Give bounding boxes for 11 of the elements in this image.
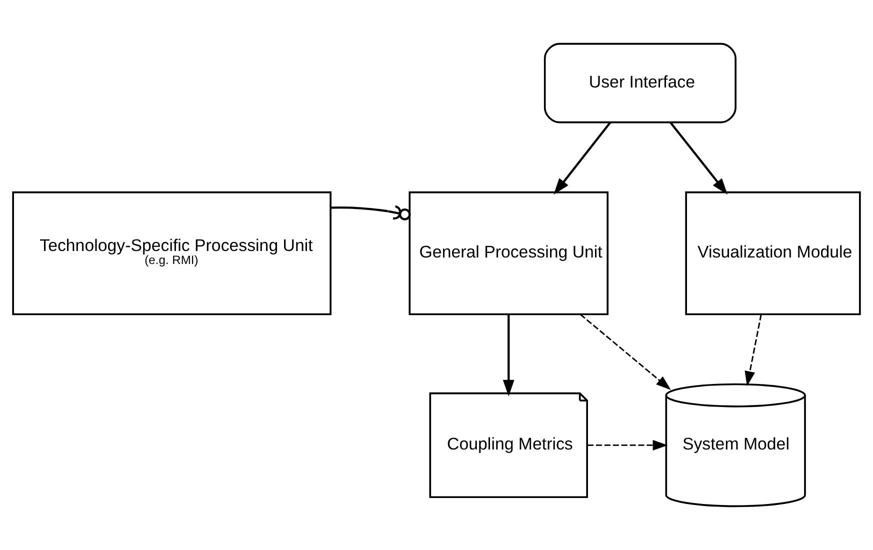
node-box: General Processing Unit [408,191,609,316]
arrow [669,122,728,195]
arrow [554,122,612,195]
connector [330,205,411,220]
arrow [744,314,762,386]
node-box: Technology-Specific Processing Unit (e.g. RMI) [12,191,332,316]
arrow [502,314,514,396]
node-box: User Interface [544,42,736,124]
node-box: Visualization Module [685,191,861,316]
arrow [588,440,668,450]
arrow [580,314,671,390]
